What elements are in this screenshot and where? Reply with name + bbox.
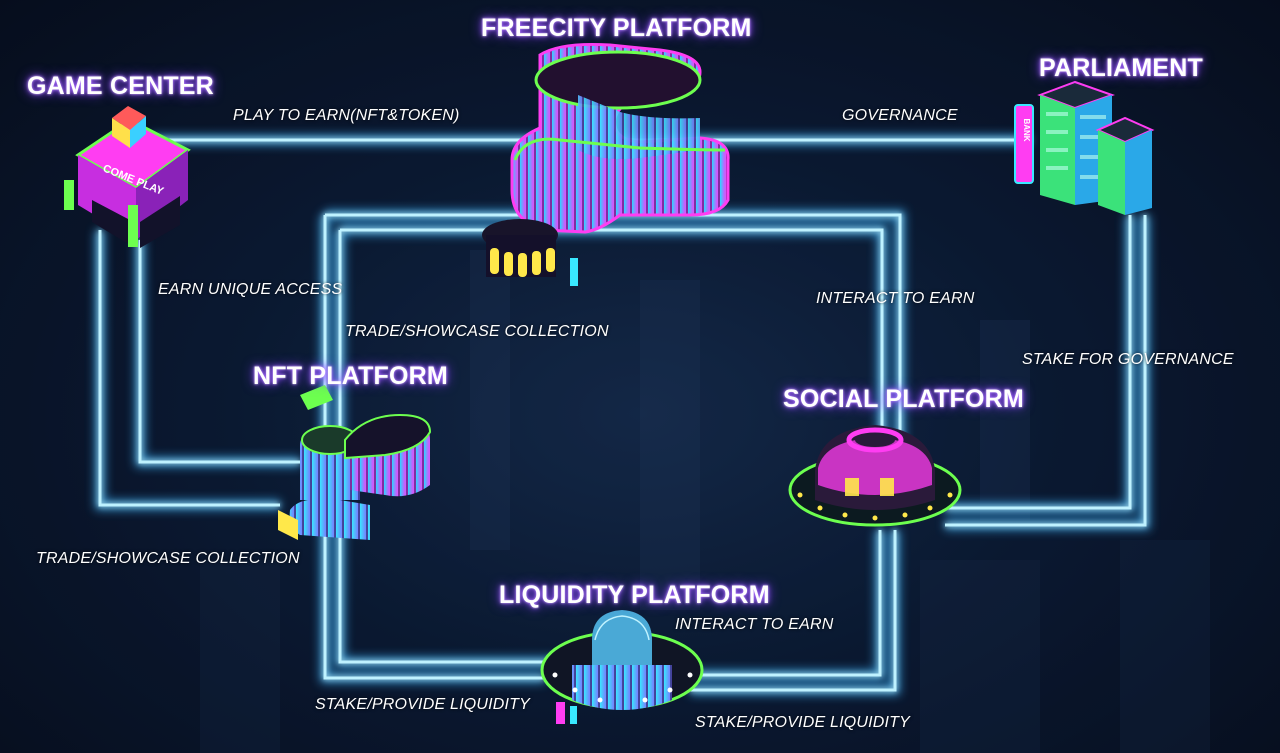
social-platform-title: SOCIAL PLATFORM <box>783 385 1024 413</box>
game-center-building: COME PLAY <box>64 106 191 248</box>
game-center-title: GAME CENTER <box>27 72 214 100</box>
edge-label-stake-for-governance: STAKE FOR GOVERNANCE <box>1022 351 1234 368</box>
parliament-building: BANK <box>1014 80 1155 215</box>
edge-label-play-to-earn: PLAY TO EARN(NFT&TOKEN) <box>233 107 460 124</box>
freecity-platform-title: FREECITY PLATFORM <box>481 14 752 42</box>
freecity-building <box>482 42 730 286</box>
edge-label-interact-to-earn-bottom: INTERACT TO EARN <box>675 616 834 633</box>
edge-label-stake-liquidity-right: STAKE/PROVIDE LIQUIDITY <box>695 714 911 731</box>
edge-label-trade-showcase-left: TRADE/SHOWCASE COLLECTION <box>36 550 300 567</box>
edge-label-trade-showcase-top: TRADE/SHOWCASE COLLECTION <box>345 323 609 340</box>
edge-label-stake-liquidity-left: STAKE/PROVIDE LIQUIDITY <box>315 696 531 713</box>
parliament-title: PARLIAMENT <box>1039 54 1204 82</box>
dice-icon <box>112 106 146 148</box>
nft-platform-title: NFT PLATFORM <box>253 362 448 390</box>
edge-label-earn-unique-access: EARN UNIQUE ACCESS <box>158 281 343 298</box>
nft-building <box>278 385 432 540</box>
edge-label-governance: GOVERNANCE <box>842 107 958 124</box>
flag-icon <box>300 385 333 410</box>
liquidity-building <box>540 610 704 724</box>
edge-label-interact-to-earn-top: INTERACT TO EARN <box>816 290 975 307</box>
liquidity-platform-title: LIQUIDITY PLATFORM <box>499 581 770 609</box>
bank-sign-text: BANK <box>1022 118 1031 141</box>
social-building <box>788 425 962 527</box>
